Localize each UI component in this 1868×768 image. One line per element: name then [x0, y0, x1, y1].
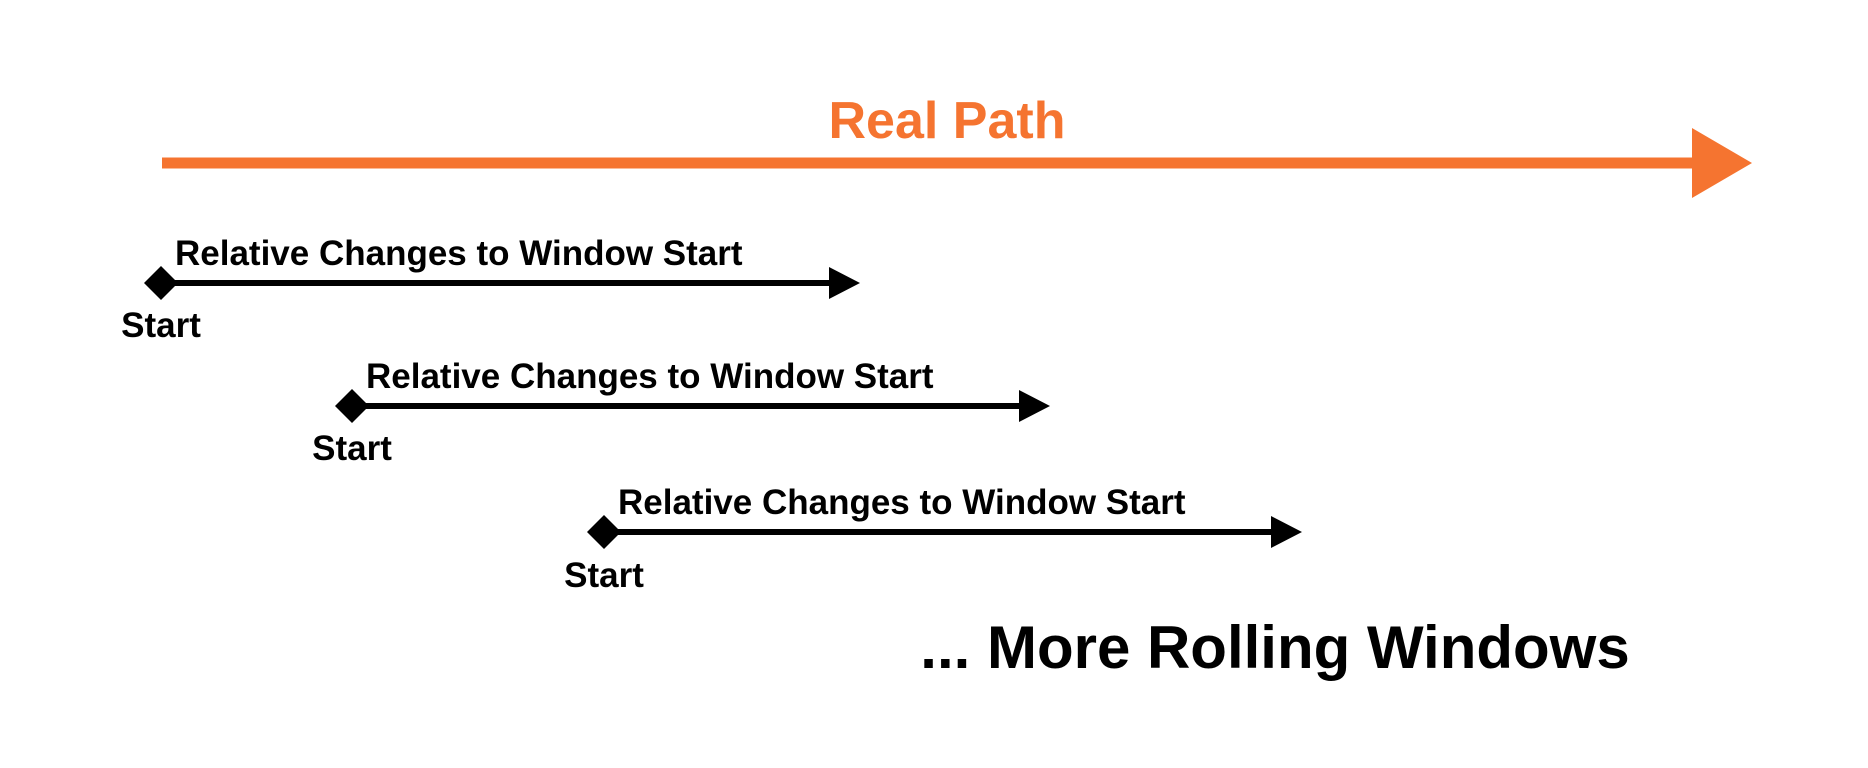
start-label: Start [564, 556, 644, 595]
start-label: Start [121, 306, 201, 345]
start-diamond-icon [144, 266, 178, 300]
window-label: Relative Changes to Window Start [366, 357, 934, 396]
window-label: Relative Changes to Window Start [618, 483, 1186, 522]
real-path-arrowhead-icon [1692, 128, 1752, 198]
window-label: Relative Changes to Window Start [175, 234, 743, 273]
window-arrowhead-icon [1019, 390, 1050, 422]
start-diamond-icon [335, 389, 369, 423]
rolling-window-2: Relative Changes to Window Start Start [312, 357, 1050, 468]
real-path-title: Real Path [829, 92, 1066, 150]
more-windows-caption: ... More Rolling Windows [920, 614, 1629, 681]
window-arrowhead-icon [829, 267, 860, 299]
start-diamond-icon [587, 515, 621, 549]
rolling-window-3: Relative Changes to Window Start Start [564, 483, 1302, 595]
window-arrowhead-icon [1271, 516, 1302, 548]
real-path: Real Path [162, 92, 1752, 198]
start-label: Start [312, 429, 392, 468]
rolling-window-1: Relative Changes to Window Start Start [121, 234, 860, 345]
